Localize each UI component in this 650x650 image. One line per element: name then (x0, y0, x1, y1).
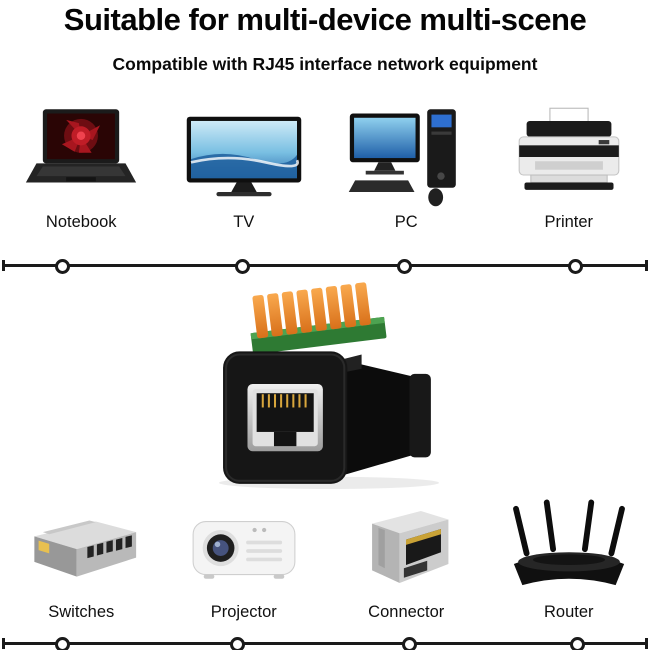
device-label: Connector (368, 603, 445, 621)
line-end-tick (645, 260, 648, 271)
bottom-device-row: Switches Projector (0, 494, 650, 622)
connector-node (570, 637, 585, 650)
top-device-row: Notebook (0, 104, 650, 232)
page-subtitle: Compatible with RJ45 interface network e… (112, 54, 538, 74)
device-label: Switches (48, 603, 115, 621)
device-cell-tv: TV (164, 104, 324, 232)
device-label: Notebook (45, 213, 117, 231)
line-end-tick (645, 638, 648, 649)
device-label: Router (543, 603, 594, 621)
line-end-tick (2, 638, 5, 649)
device-cell-switches: Switches (1, 494, 161, 622)
tv-icon (176, 104, 312, 210)
rj45-jack-icon (338, 494, 474, 600)
divider-line-top (2, 259, 648, 274)
connector-node (568, 259, 583, 274)
notebook-icon (13, 104, 149, 210)
device-cell-projector: Projector (164, 494, 324, 622)
connector-node (55, 259, 70, 274)
device-cell-printer: Printer (489, 104, 649, 232)
device-label: TV (233, 213, 255, 231)
device-cell-pc: PC (326, 104, 486, 232)
page-title: Suitable for multi-device multi-scene (63, 2, 587, 37)
connector-node (397, 259, 412, 274)
device-cell-notebook: Notebook (1, 104, 161, 232)
device-label: Printer (544, 213, 594, 231)
router-icon (501, 494, 637, 600)
projector-icon (176, 494, 312, 600)
network-switch-icon (13, 494, 149, 600)
device-label: PC (394, 213, 418, 231)
connector-node (235, 259, 250, 274)
rj45-adapter-image (206, 274, 452, 490)
device-label: Projector (210, 603, 277, 621)
divider-line-bottom (2, 637, 648, 650)
line-end-tick (2, 260, 5, 271)
device-cell-connector: Connector (326, 494, 486, 622)
pc-icon (338, 104, 474, 210)
device-cell-router: Router (489, 494, 649, 622)
connector-node (402, 637, 417, 650)
printer-icon (501, 104, 637, 210)
connector-node (55, 637, 70, 650)
connector-node (230, 637, 245, 650)
